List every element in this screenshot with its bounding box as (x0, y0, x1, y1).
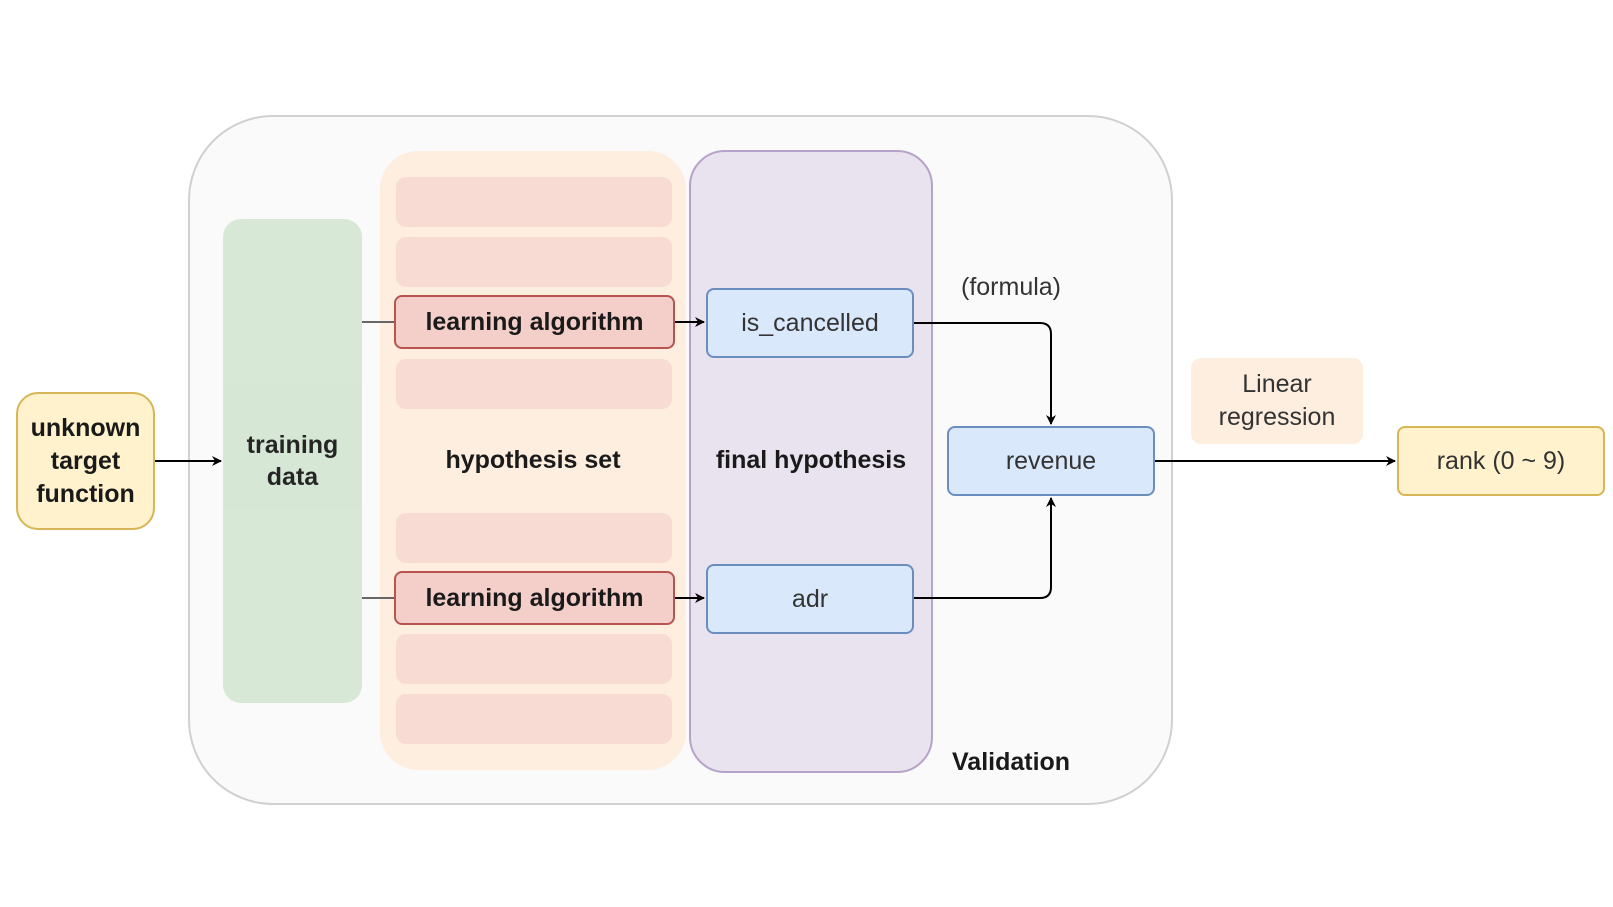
training-line-2: data (266, 463, 319, 491)
target-line-3: function (36, 479, 135, 508)
learning-algorithm-label: learning algorithm (425, 307, 644, 336)
revenue-label: revenue (1005, 446, 1097, 475)
linear-regression-line-1: Linear (1242, 370, 1312, 398)
hypothesis-set-label: hypothesis set (445, 445, 621, 474)
hypothesis-slot (396, 513, 672, 563)
rank-node[interactable]: rank (0 ~ 9) (1397, 426, 1605, 496)
is-cancelled-node[interactable]: is_cancelled (706, 288, 914, 358)
target-line-1: unknown (30, 413, 141, 442)
hypothesis-slot (396, 177, 672, 227)
hypothesis-slot (396, 359, 672, 409)
learning-algorithm-node-bottom[interactable]: learning algorithm (394, 571, 675, 625)
formula-label: (formula) (961, 273, 1062, 301)
validation-label: Validation (952, 748, 1071, 776)
unknown-target-function-node[interactable]: unknown target function (16, 392, 155, 530)
rank-label: rank (0 ~ 9) (1436, 446, 1566, 475)
learning-algorithm-label: learning algorithm (425, 583, 644, 612)
linear-regression-label-box: Linear regression (1191, 358, 1363, 444)
final-hypothesis-label: final hypothesis (715, 445, 907, 474)
hypothesis-slot (396, 634, 672, 684)
final-hypothesis-container (689, 150, 933, 773)
learning-algorithm-node-top[interactable]: learning algorithm (394, 295, 675, 349)
training-line-1: training (246, 431, 339, 459)
edge-adr-to-revenue (914, 497, 1056, 599)
edge-is-cancelled-to-revenue (914, 322, 1056, 425)
adr-node[interactable]: adr (706, 564, 914, 634)
hypothesis-slot (396, 694, 672, 744)
hypothesis-slot (396, 237, 672, 287)
revenue-node[interactable]: revenue (947, 426, 1155, 496)
target-line-2: target (50, 446, 121, 475)
is-cancelled-label: is_cancelled (741, 308, 879, 337)
linear-regression-line-2: regression (1218, 403, 1336, 431)
adr-label: adr (791, 584, 829, 613)
training-data-node[interactable]: training data (223, 219, 362, 703)
